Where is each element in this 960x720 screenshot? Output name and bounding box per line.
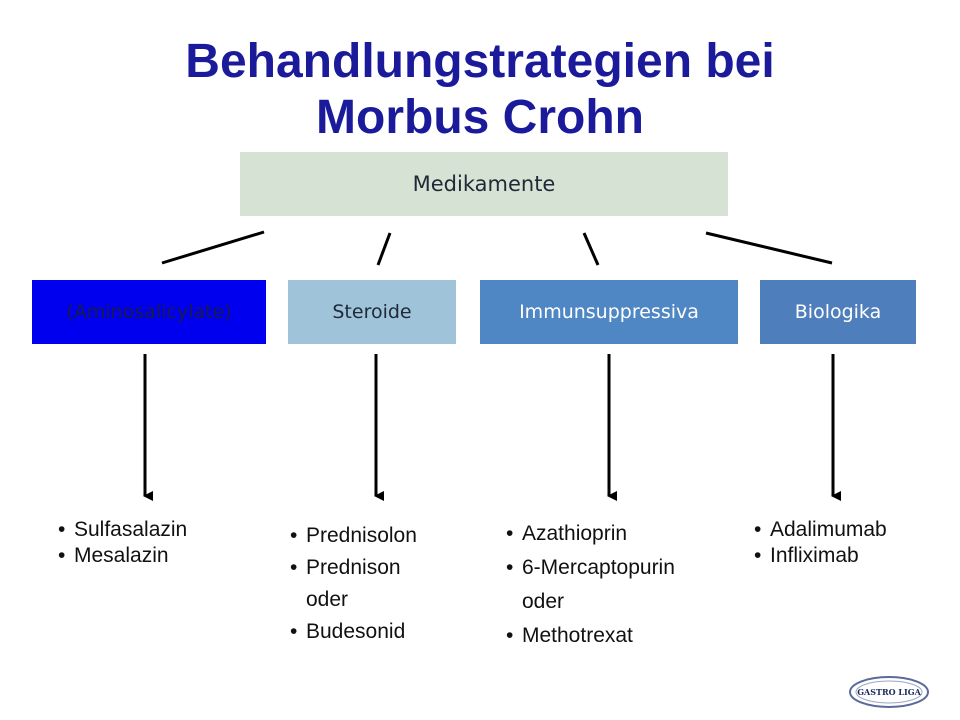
category-label: Immunsuppressiva	[519, 301, 699, 323]
list-item: Infliximab	[754, 543, 887, 569]
medikamente-label: Medikamente	[412, 172, 556, 196]
list-item: oder	[522, 590, 565, 613]
logo-text: GASTRO LIGA	[857, 687, 921, 697]
biologika-drug-list: Adalimumab Infliximab	[754, 517, 887, 569]
connector-line-4	[705, 231, 833, 265]
category-label: Steroide	[332, 301, 412, 323]
list-item: Mesalazin	[58, 543, 187, 569]
category-aminosalicylate: (Aminosalicylate)	[32, 280, 266, 344]
list-item: 6-Mercaptopurin	[506, 551, 675, 585]
immunsuppressiva-drug-list: Azathioprin 6-Mercaptopurin oder Methotr…	[506, 517, 675, 653]
category-steroide: Steroide	[288, 280, 456, 344]
list-item: Prednisolon	[290, 520, 417, 552]
title-line-2: Morbus Crohn	[316, 91, 644, 144]
category-immunsuppressiva: Immunsuppressiva	[480, 280, 738, 344]
category-label: Biologika	[794, 301, 882, 323]
steroide-drug-list: Prednisolon Prednison oder Budesonid	[290, 520, 417, 648]
list-item: Prednison	[290, 552, 417, 584]
list-item: Azathioprin	[506, 517, 675, 551]
connector-line-2	[376, 232, 392, 266]
aminosalicylate-drug-list: Sulfasalazin Mesalazin	[58, 517, 187, 569]
list-item: Methotrexat	[506, 619, 675, 653]
medikamente-box: Medikamente	[240, 152, 728, 216]
title-line-1: Behandlungstrategien bei	[185, 35, 775, 88]
gastro-liga-logo: GASTRO LIGA	[849, 676, 929, 708]
connector-line-1	[161, 230, 265, 265]
list-item: Budesonid	[290, 616, 417, 648]
category-label: (Aminosalicylate)	[66, 301, 232, 323]
list-item: Sulfasalazin	[58, 517, 187, 543]
list-item: Adalimumab	[754, 517, 887, 543]
page-title: Behandlungstrategien bei Morbus Crohn	[0, 34, 960, 146]
connector-line-3	[582, 232, 600, 266]
list-item: oder	[306, 588, 349, 611]
category-biologika: Biologika	[760, 280, 916, 344]
